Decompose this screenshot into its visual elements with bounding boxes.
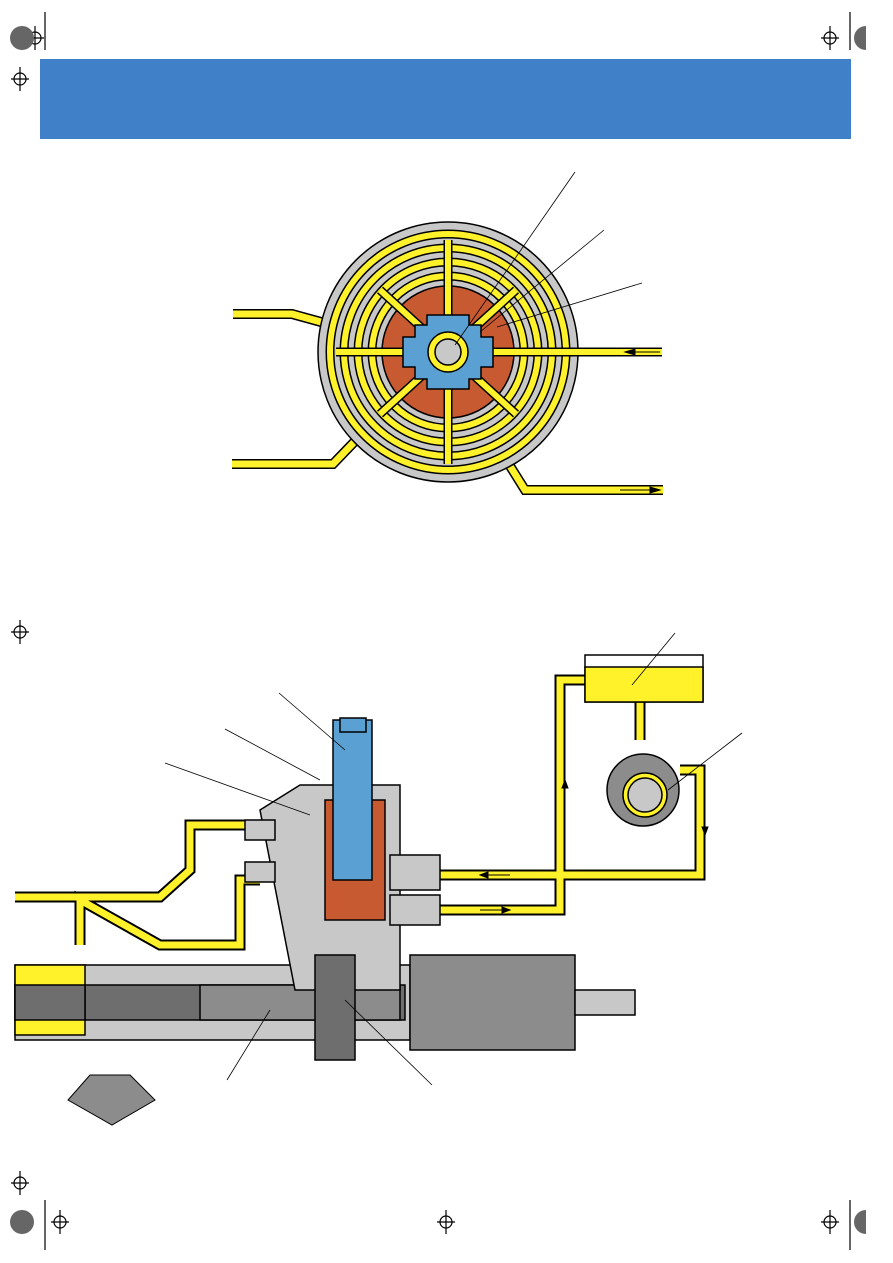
flow-arrow-icon — [478, 871, 510, 879]
rotary-valve-section — [232, 171, 663, 495]
flow-arrow-icon — [480, 906, 512, 914]
flow-arrow-icon — [620, 486, 662, 494]
header-band — [40, 59, 851, 139]
color-target — [854, 26, 866, 50]
color-target — [10, 1210, 34, 1234]
flow-arrow-icon — [561, 778, 569, 800]
registration-mark-icon — [11, 620, 29, 644]
steering-rack-assembly — [14, 654, 706, 1061]
registration-mark-icon — [437, 1210, 455, 1234]
registration-mark-icon — [821, 1210, 839, 1234]
color-target — [10, 26, 34, 50]
registration-mark-icon — [51, 1210, 69, 1234]
color-target — [854, 1210, 866, 1234]
direction-arrow-icon — [67, 1074, 156, 1126]
registration-mark-icon — [11, 1171, 29, 1195]
leader-lines — [164, 632, 743, 1086]
registration-mark-icon — [821, 26, 839, 50]
flow-arrow-icon — [701, 800, 709, 837]
registration-mark-icon — [11, 67, 29, 91]
registration-marks — [11, 12, 851, 1250]
flow-arrow-icon — [623, 348, 660, 356]
